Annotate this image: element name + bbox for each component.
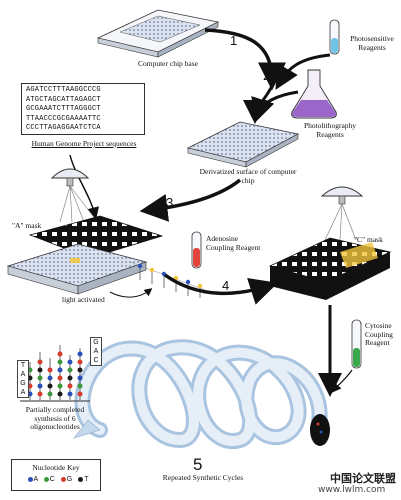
nucleotide-t-dot xyxy=(78,476,84,482)
oligo-letters-left: T A G A xyxy=(17,360,29,398)
cytosine-tube-illustration xyxy=(351,319,362,369)
sequence-line: ATGCTAGCATTAGAGCT xyxy=(26,95,101,104)
oligo-letters-right: G A C xyxy=(90,337,102,366)
genome-sequences-box: AGATCCTTTAAGGCCCG ATGCTAGCATTAGAGCT GCGA… xyxy=(21,83,145,135)
adenosine-tube-illustration xyxy=(191,231,202,269)
step-3-number: 3 xyxy=(166,195,174,210)
photosensitive-tube-illustration xyxy=(329,19,340,55)
light-activated-label: light activated xyxy=(62,295,105,304)
genome-caption: Human Genome Project sequences xyxy=(31,139,137,148)
nucleotide-c-dot xyxy=(43,476,49,482)
arrow-light-activated xyxy=(109,288,153,298)
repeated-cycles-label: Repeated Synthetic Cycles xyxy=(162,473,244,482)
watermark-url: www.lwlm.com xyxy=(318,485,386,495)
oligo-letter: G xyxy=(93,339,99,346)
uv-lamp-left-illustration xyxy=(50,168,97,223)
sequence-line: TTAACCCGCGAAAATTC xyxy=(26,114,101,123)
c-mask-assembly-illustration xyxy=(268,237,392,300)
adenosine-label: Adenosine Coupling Reagent xyxy=(206,234,261,252)
oligo-letter: A xyxy=(20,371,26,378)
photolithography-label: Photolithography Reagents xyxy=(303,121,357,139)
arrow-4 xyxy=(163,273,278,305)
oligo-letter: T xyxy=(20,362,26,369)
oligo-letter: C xyxy=(93,357,99,364)
a-mask-assembly-illustration xyxy=(6,215,164,295)
arrow-3 xyxy=(139,178,242,222)
nucleotide-t-letter: T xyxy=(84,476,89,483)
nucleotide-a-dot xyxy=(27,476,33,482)
repeated-cycles-spiral xyxy=(73,339,330,449)
oligo-letter: G xyxy=(20,380,26,387)
partial-synthesis-label: Partially completed synthesis of 6 oligo… xyxy=(25,405,85,431)
step-5-number: 5 xyxy=(193,455,203,474)
nucleotide-a-letter: A xyxy=(33,476,38,483)
derivatized-label: Derivatized surface of computer chip xyxy=(199,167,297,185)
c-mask-label: "C" mask xyxy=(354,235,383,244)
arrow-2 xyxy=(275,53,331,90)
sequence-line: AGATCCTTTAAGGCCCG xyxy=(26,86,101,94)
photosensitive-label: Photosensitive Reagents xyxy=(350,34,394,52)
arrow-cytosine xyxy=(331,369,353,393)
nucleotide-key-title: Nucleotide Key xyxy=(32,463,80,472)
step-2-number: 2 xyxy=(263,68,271,83)
arrow-2c xyxy=(251,90,299,123)
cytosine-label: Cytosine Coupling Reagent xyxy=(365,321,393,347)
chip-base-label: Computer chip base xyxy=(138,59,198,68)
arrow-1 xyxy=(204,28,286,91)
chip-base-illustration xyxy=(96,9,220,58)
sequence-line: GCGAAATCTTTAGGGCT xyxy=(26,105,101,113)
arrow-seq-to-mask xyxy=(69,154,99,220)
sequence-line: CCCTTAGAGGAATCTCA xyxy=(26,124,101,132)
photolithography-flask-illustration xyxy=(291,69,337,119)
step-1-number: 1 xyxy=(230,33,238,48)
derivatized-chip-illustration xyxy=(186,121,300,168)
nucleotide-key: Nucleotide Key A C G T xyxy=(11,459,101,491)
nucleotide-c-letter: C xyxy=(49,476,55,483)
a-mask-label: "A" mask xyxy=(12,221,42,230)
oligo-letter: A xyxy=(93,348,99,355)
nucleotide-key-items: A C G T xyxy=(12,476,100,483)
step-4-number: 4 xyxy=(222,278,230,293)
oligo-letter: A xyxy=(20,389,26,396)
oligonucleotide-stacks xyxy=(20,345,90,402)
watermark-title: 中国论文联盟 xyxy=(330,472,396,485)
uv-lamp-right-illustration xyxy=(320,186,364,241)
nucleotide-g-dot xyxy=(60,476,66,482)
nucleotide-g-letter: G xyxy=(66,476,73,483)
